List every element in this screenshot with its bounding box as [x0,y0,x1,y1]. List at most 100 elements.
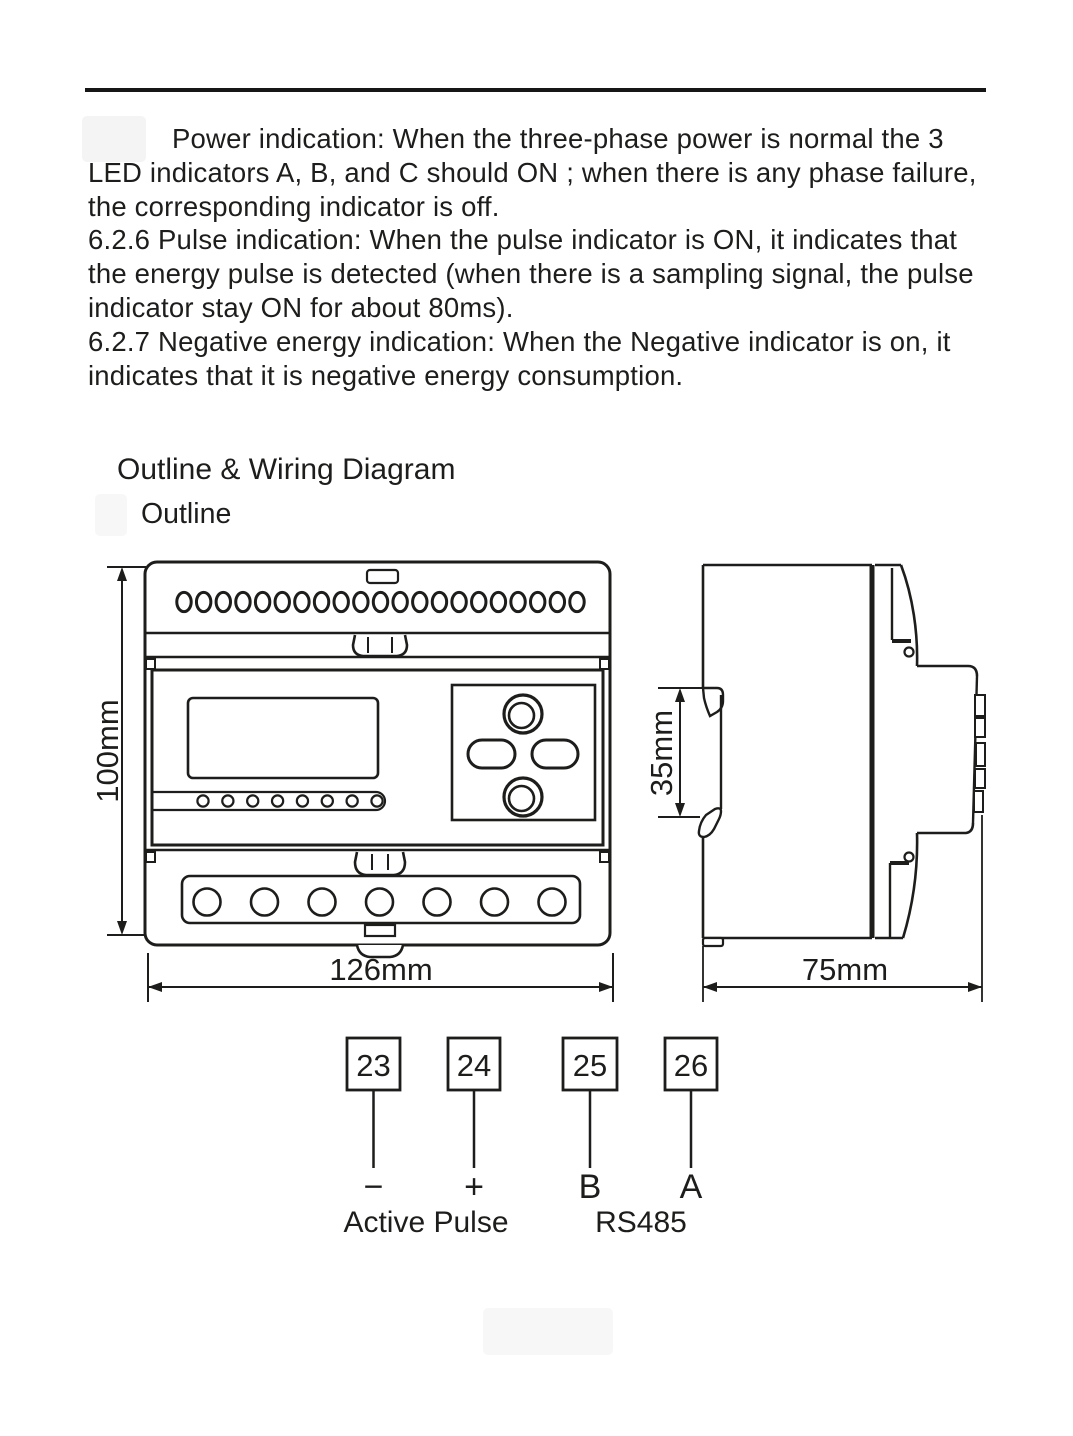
extension-ticks [658,687,706,818]
terminal-signal: B [579,1168,602,1206]
corner-notch [599,851,610,863]
hole [273,590,291,614]
hole [345,794,359,808]
rail-latch-bottom [353,851,407,877]
hole [529,590,547,614]
terminal-number: 24 [457,1048,491,1083]
top-tab [365,568,400,585]
terminal-holes-row [192,887,567,917]
extension-ticks [107,566,146,936]
hole [270,794,285,808]
terminal-number: 25 [573,1048,607,1083]
keypad-panel [450,683,597,822]
lcd-display [186,696,380,780]
terminal-24: 24 + [446,1036,502,1206]
left-button [466,738,517,770]
hole [312,590,331,614]
hole [295,794,310,808]
up-button-inner [507,701,536,730]
hole [249,887,280,917]
hole [175,590,193,614]
hole [332,590,350,614]
dimension-front-height: 100mm [90,566,146,936]
front-face-panel [150,668,605,847]
side-depth-label: 75mm [802,952,888,987]
subsection-heading: Outline [141,498,232,530]
hole [489,590,508,614]
hole [537,887,567,917]
rail-height-label: 35mm [644,710,679,796]
arrowhead [599,982,613,992]
hole [370,794,384,808]
hole [422,887,452,917]
group-label-rs485: RS485 [595,1206,687,1239]
front-height-label: 100mm [90,699,125,802]
bottom-latch-bump [355,944,405,959]
right-button [530,738,580,770]
section-heading: Outline & Wiring Diagram [117,453,456,486]
arrowhead [117,921,127,935]
hole [352,590,370,614]
hole [246,794,260,808]
latch-ticks [367,637,393,653]
hole [450,590,468,614]
hole [470,590,488,614]
arrowhead [675,803,685,817]
meter-front-view [143,560,612,959]
extension-lines [147,953,614,1002]
dimension-side-depth: 75mm [702,815,983,1002]
intro-paragraph: 6.2.7 Negative energy indication: When t… [88,325,951,391]
down-button [502,776,544,818]
hole [411,590,429,614]
side-foot-tab [701,936,725,948]
terminal-signal: − [364,1168,384,1206]
terminal-23: 23 − [345,1036,402,1206]
corner-notch [145,851,156,863]
terminal-number: 26 [674,1048,708,1083]
hole [214,590,233,614]
hole [194,590,213,614]
terminal-signal: + [464,1168,484,1206]
intro-paragraph: Power indication: When the three-phase p… [88,123,977,222]
meter-side-view [697,563,986,948]
din-clip-bottom-spring [697,807,723,839]
group-label-active-pulse: Active Pulse [343,1206,508,1239]
terminal-number: 23 [356,1048,390,1083]
hole [196,794,210,808]
screw-hole-bottom [903,851,915,863]
connector-teeth [973,694,986,813]
scan-artifact [95,494,127,536]
hole [192,887,222,917]
hole [364,887,395,917]
profile-bevel-top [899,564,919,667]
bottom-tab [363,923,397,938]
profile-bevel-bottom [901,832,919,939]
led-strip [152,790,387,812]
hole [509,590,527,614]
arrowhead [675,688,685,702]
rail-latch-top [351,634,409,658]
outline-diagram: 100mm 126mm [90,560,986,1002]
hole [371,590,390,614]
arrowhead [148,982,162,992]
wiring-terminal-diagram: 23 − 24 + 25 B 26 A Active Pulse RS485 [343,1036,719,1239]
terminal-25: 25 B [561,1036,619,1206]
terminal-strip [180,874,582,925]
scan-artifact [82,116,146,162]
hole [548,590,567,614]
hole [391,590,409,614]
hole [307,887,337,917]
profile-shelf-bottom [917,822,975,835]
vent-holes-row [175,590,586,614]
arrowhead [968,982,982,992]
arrowhead [117,567,127,581]
screw-hole-top [903,646,915,658]
intro-text-block: Power indication: When the three-phase p… [88,122,991,392]
up-button [502,693,544,735]
front-width-label: 126mm [329,952,432,987]
down-button-inner [507,784,536,813]
arrowhead [703,982,717,992]
extension-lines [702,815,983,1002]
latch-ticks [371,854,389,870]
